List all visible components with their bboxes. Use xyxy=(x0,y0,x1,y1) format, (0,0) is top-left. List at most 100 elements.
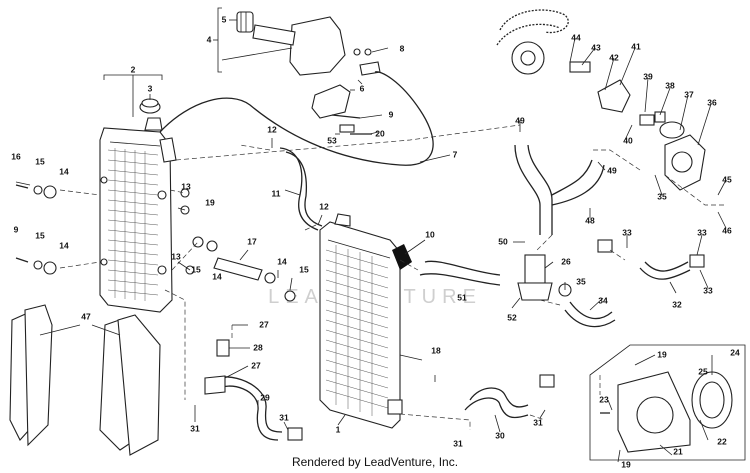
callout-43: 43 xyxy=(591,42,601,52)
radiator-shrouds xyxy=(9,304,161,456)
callout-10: 10 xyxy=(425,229,435,239)
hose-connector-30 xyxy=(539,374,555,388)
lower-left-hose xyxy=(204,339,303,441)
overflow-hose xyxy=(159,71,434,166)
callout-50: 50 xyxy=(498,236,508,246)
callout-16: 16 xyxy=(11,151,21,161)
callout-12-mid: 12 xyxy=(319,201,329,211)
callout-9-top: 9 xyxy=(389,109,394,119)
water-pump xyxy=(569,61,706,191)
callout-3: 3 xyxy=(148,83,153,93)
callout-49-top: 49 xyxy=(515,115,525,125)
callout-41: 41 xyxy=(631,41,641,51)
callout-53: 53 xyxy=(327,135,337,145)
callout-22: 22 xyxy=(717,436,727,446)
callout-27-bottom: 27 xyxy=(251,360,261,370)
callout-1: 1 xyxy=(336,424,341,434)
callout-21: 21 xyxy=(673,446,683,456)
callout-12-top: 12 xyxy=(267,124,277,134)
callout-52: 52 xyxy=(507,312,517,322)
dashed-leaders xyxy=(59,124,725,430)
callout-8: 8 xyxy=(400,43,405,53)
callout-48: 48 xyxy=(585,215,595,225)
callout-46: 46 xyxy=(722,225,732,235)
callout-19-inset-bottom: 19 xyxy=(621,459,631,469)
drive-chain xyxy=(496,9,569,75)
callout-31-right: 31 xyxy=(533,417,543,427)
callout-17: 17 xyxy=(247,236,257,246)
callout-35-right: 35 xyxy=(657,191,667,201)
callout-14-left: 14 xyxy=(59,240,69,250)
callout-25: 25 xyxy=(698,366,708,376)
callout-37: 37 xyxy=(684,89,694,99)
callout-4: 4 xyxy=(207,34,212,44)
callout-29: 29 xyxy=(260,392,270,402)
callout-14-right: 14 xyxy=(277,256,287,266)
callout-2: 2 xyxy=(131,64,136,74)
callout-36: 36 xyxy=(707,97,717,107)
callout-24: 24 xyxy=(730,347,740,357)
callout-14-mid: 14 xyxy=(212,271,222,281)
y-hose xyxy=(514,144,605,235)
callout-32: 32 xyxy=(672,299,682,309)
callout-31-mid: 31 xyxy=(279,412,289,422)
callout-30: 30 xyxy=(495,430,505,440)
callout-27-top: 27 xyxy=(259,319,269,329)
callout-15-right: 15 xyxy=(299,264,309,274)
callout-31-bottom: 31 xyxy=(453,438,463,448)
callout-19-inset-top: 19 xyxy=(657,349,667,359)
callout-numbers: 2 3 4 5 6 7 8 9 20 53 12 11 12 10 16 15 … xyxy=(11,14,740,469)
callout-13-bottom: 13 xyxy=(171,251,181,261)
reservoir-bracket xyxy=(311,48,381,135)
lower-hose-34 xyxy=(564,309,616,328)
coolant-reservoir xyxy=(236,11,346,76)
callout-15-left: 15 xyxy=(35,230,45,240)
thermostat-hose-inner xyxy=(419,273,501,286)
callout-14-top: 14 xyxy=(59,166,69,176)
callout-9-left: 9 xyxy=(14,224,19,234)
callout-7: 7 xyxy=(453,149,458,159)
callout-44: 44 xyxy=(571,32,581,42)
left-radiator xyxy=(99,117,177,313)
callout-33-right: 33 xyxy=(703,285,713,295)
callout-18: 18 xyxy=(431,345,441,355)
callout-26: 26 xyxy=(561,256,571,266)
footer-credit: Rendered by LeadVenture, Inc. xyxy=(291,455,459,469)
lower-hose-30-inner xyxy=(464,397,529,419)
callout-11: 11 xyxy=(272,188,281,198)
callout-40: 40 xyxy=(623,135,633,145)
callout-38: 38 xyxy=(665,80,675,90)
callout-20: 20 xyxy=(375,128,385,138)
callout-23: 23 xyxy=(599,394,609,404)
callout-33-left: 33 xyxy=(622,227,632,237)
thermostat-hose xyxy=(424,260,501,276)
upper-hose-inner xyxy=(285,151,323,227)
inset-pump-cover xyxy=(589,344,746,461)
left-small-hose xyxy=(192,236,296,302)
callout-34: 34 xyxy=(598,295,608,305)
callout-6: 6 xyxy=(360,83,365,93)
lower-hose-32-inner xyxy=(644,261,689,272)
radiator-cap xyxy=(139,98,161,114)
callout-33-top: 33 xyxy=(697,227,707,237)
callout-19-left: 19 xyxy=(205,197,215,207)
callout-47: 47 xyxy=(81,311,91,321)
callout-5: 5 xyxy=(222,14,227,24)
callout-15-top: 15 xyxy=(35,156,45,166)
hose-connector-right xyxy=(689,254,705,268)
callout-39: 39 xyxy=(643,71,653,81)
hose-connector-left xyxy=(597,239,613,253)
callout-28: 28 xyxy=(253,342,263,352)
radiator-guard-tag xyxy=(392,244,412,270)
lower-hose-34-inner xyxy=(569,301,613,320)
callout-15-mid: 15 xyxy=(191,264,201,274)
callout-42: 42 xyxy=(609,52,619,62)
lower-hose-30 xyxy=(469,387,529,408)
lower-hose-32 xyxy=(639,267,691,280)
callout-51: 51 xyxy=(457,292,467,302)
callout-13-top: 13 xyxy=(181,181,191,191)
leader-lines xyxy=(15,7,727,463)
callout-31-left: 31 xyxy=(190,423,200,433)
right-radiator xyxy=(319,213,403,429)
